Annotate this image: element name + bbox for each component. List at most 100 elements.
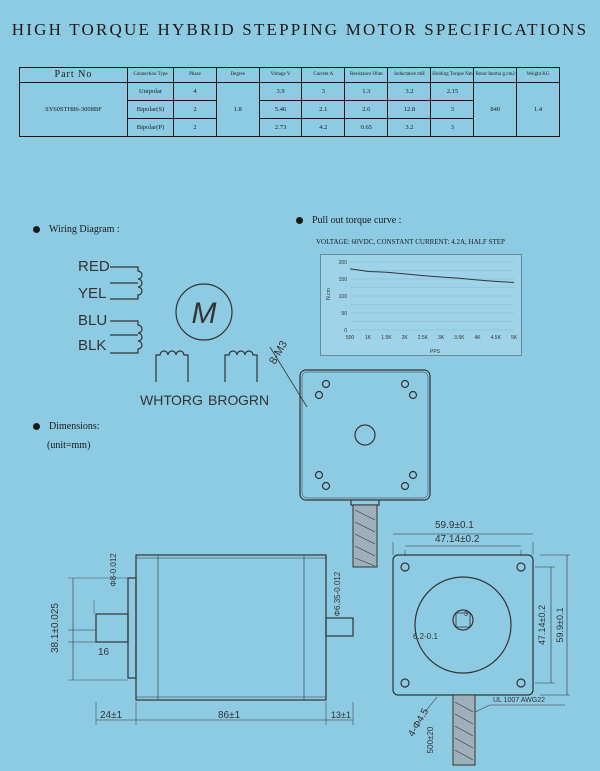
mount-hole xyxy=(400,562,410,572)
wire-label-grn: GRN xyxy=(238,392,270,408)
wire-label-org: ORG xyxy=(171,392,203,408)
cell-current: 4.2 xyxy=(301,118,346,137)
cell-torque: 3 xyxy=(430,100,475,119)
flange-height-dim: 59.9±0.1 xyxy=(555,608,565,643)
torque-heading: Pull out torque curve : xyxy=(296,215,401,226)
cell-type: Bipolar(S) xyxy=(126,100,175,119)
x-tick-label: 1.5K xyxy=(381,335,392,341)
cell-inductance: 3.2 xyxy=(387,82,432,101)
y-tick-label: 100 xyxy=(339,294,348,300)
dimensions-unit: (unit=mm) xyxy=(47,440,91,451)
rear-shaft xyxy=(325,617,354,637)
flat-dim: 16 xyxy=(98,647,110,658)
wire-label-bro: BRO xyxy=(208,392,239,408)
bullet-icon xyxy=(33,423,40,431)
cell-torque: 3 xyxy=(430,118,475,137)
cell-resistance: 0.65 xyxy=(344,118,389,137)
header-weight: Weight KG xyxy=(516,67,560,83)
cell-phase: 2 xyxy=(173,118,217,137)
boss-dia-dim: Φ6.35-0.012 xyxy=(333,571,342,616)
flat-mark: 3 xyxy=(464,611,468,618)
x-tick-label: 3K xyxy=(438,335,445,341)
x-tick-label: 3.5K xyxy=(454,335,465,341)
flange-front-view: 8-M3 xyxy=(267,339,431,568)
x-tick-label: 4K xyxy=(474,335,481,341)
wire-label-red: RED xyxy=(78,258,110,275)
x-tick-label: 500 xyxy=(346,335,355,341)
header-resistance: Resistance Ohm xyxy=(344,67,389,83)
wire-label-yel: YEL xyxy=(78,285,107,302)
mount-hole xyxy=(408,390,418,400)
body-len-dim: 86±1 xyxy=(218,710,241,721)
wiring-heading: Wiring Diagram : xyxy=(33,224,120,235)
header-inductance: Inductance mH xyxy=(387,67,432,83)
mount-hole xyxy=(400,481,410,491)
cell-voltage: 2.73 xyxy=(258,118,303,137)
part-number: SY60STH86-3008BF xyxy=(19,82,128,137)
rear-flange-outline xyxy=(392,554,534,696)
cell-resistance: 2.6 xyxy=(344,100,389,119)
cell-phase: 2 xyxy=(173,100,217,119)
mount-hole xyxy=(314,470,324,480)
series-line xyxy=(349,268,515,283)
chart-xlabel: PPS xyxy=(430,349,441,355)
flat-depth-dim: 6.2-0.1 xyxy=(413,632,438,641)
mount-hole xyxy=(408,470,418,480)
cell-inertia: 840 xyxy=(473,82,518,137)
cell-type: Bipolar(P) xyxy=(126,118,175,137)
cell-voltage: 3.9 xyxy=(258,82,303,101)
table-row: SY60STH86-3008BF Unipolar 4 1.8 3.9 3 1.… xyxy=(19,82,560,137)
bullet-icon xyxy=(33,226,40,234)
cell-type: Unipolar xyxy=(126,82,175,101)
coil-a xyxy=(110,266,143,300)
wire-label-blk: BLK xyxy=(78,337,107,354)
hole-spacing-dim: 47.14±0.2 xyxy=(435,534,480,545)
chart-ylabel: N.cm xyxy=(326,288,332,300)
wiring-heading-text: Wiring Diagram : xyxy=(49,224,120,235)
x-tick-label: 2.5K xyxy=(418,335,429,341)
rear-view: 59.9±0.1 47.14±0.2 47.14±0.2 59.9±0.1 6.… xyxy=(392,520,570,766)
x-tick-label: 4.5K xyxy=(491,335,502,341)
hole-callout: 8-M3 xyxy=(267,339,290,367)
cell-voltage: 5.46 xyxy=(258,100,303,119)
header-inertia: Rotor Inertia g.cm2 xyxy=(473,67,518,83)
header-connection: Connection Type xyxy=(126,67,175,83)
y-tick-label: 0 xyxy=(344,328,347,334)
table-row: Bipolar(P) 2 2.73 4.2 0.65 3.2 3 xyxy=(20,118,560,137)
mount-hole xyxy=(314,390,324,400)
flange-outline xyxy=(299,369,431,501)
cell-inductance: 3.2 xyxy=(387,118,432,137)
pilot-dim: 38.1±0.025 xyxy=(50,603,61,653)
motor-letter: M xyxy=(192,297,217,330)
mount-hole xyxy=(321,481,331,491)
bullet-icon xyxy=(296,217,303,225)
cell-phase: 4 xyxy=(173,82,217,101)
shaft-len-dim: 24±1 xyxy=(100,710,123,721)
motor-body xyxy=(135,554,327,701)
chart-frame xyxy=(320,254,522,356)
pilot-boss xyxy=(127,577,137,679)
rear-shaft-circle xyxy=(452,609,474,631)
header-voltage: Voltage V xyxy=(258,67,303,83)
torque-heading-text: Pull out torque curve : xyxy=(312,215,402,226)
cable-len-dim: 500±20 xyxy=(426,726,435,753)
dimensions-heading: Dimensions: xyxy=(33,421,100,432)
x-tick-label: 1K xyxy=(365,335,372,341)
shaft-dia-dim: Φ8-0.012 xyxy=(109,553,118,587)
mount-hole xyxy=(400,678,410,688)
header-current: Current A xyxy=(301,67,346,83)
dimensions-heading-text: Dimensions: xyxy=(49,421,100,432)
y-tick-label: 150 xyxy=(339,277,348,283)
spec-table: Part No Connection Type Phase Degree Vol… xyxy=(19,67,560,137)
table-row: Bipolar(S) 2 5.46 2.1 2.6 12.8 3 xyxy=(20,100,560,119)
x-tick-label: 2K xyxy=(402,335,409,341)
mount-hole xyxy=(516,678,526,688)
x-tick-label: 5K xyxy=(511,335,518,341)
header-degree: Degree xyxy=(215,67,260,83)
wire-label-wht: WHT xyxy=(140,392,172,408)
mount-hole xyxy=(400,379,410,389)
motor-symbol-icon xyxy=(175,283,233,341)
mount-hole xyxy=(321,379,331,389)
flange-width-dim: 59.9±0.1 xyxy=(435,520,474,531)
